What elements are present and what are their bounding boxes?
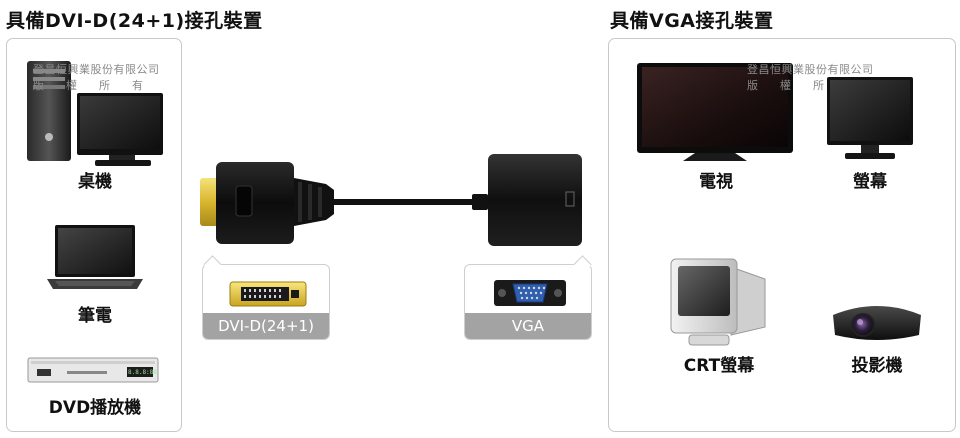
crt-monitor-image	[669, 257, 769, 349]
right-section-heading: 具備VGA接孔裝置	[610, 10, 774, 32]
tv-image	[635, 61, 797, 163]
watermark-company-right: 登昌恒興業股份有限公司	[747, 63, 874, 76]
laptop-image	[45, 223, 145, 293]
dvi-connector-label: DVI-D(24+1)	[203, 313, 329, 339]
dvi-connector-callout: DVI-D(24+1)	[202, 264, 330, 340]
vga-connector-label: VGA	[465, 313, 591, 339]
monitor-label: 螢幕	[853, 172, 887, 192]
projector-image	[827, 295, 927, 347]
laptop-label: 筆電	[78, 306, 112, 326]
dvi-to-vga-adapter-image	[196, 150, 586, 254]
crt-monitor-label: CRT螢幕	[683, 356, 755, 376]
vga-port-icon	[493, 279, 567, 311]
desktop-image	[25, 59, 175, 169]
watermark-rights-left: 版權所有	[33, 79, 165, 92]
right-device-panel: 登昌恒興業股份有限公司 版權所有 電視 螢幕	[608, 38, 956, 432]
dvd-display-readout: 8.8.8:88	[128, 369, 157, 376]
dvi-port-icon	[229, 281, 307, 311]
desktop-label: 桌機	[78, 172, 112, 192]
projector-label: 投影機	[851, 356, 903, 376]
tv-label: 電視	[699, 172, 733, 192]
monitor-image	[825, 75, 915, 163]
dvd-player-image	[27, 357, 159, 385]
left-section-heading: 具備DVI-D(24+1)接孔裝置	[6, 10, 263, 32]
dvd-player-label: DVD播放機	[48, 398, 142, 418]
vga-connector-callout: VGA	[464, 264, 592, 340]
left-device-panel: 登昌恒興業股份有限公司 版權所有 桌機 筆電 8.8.8:88 DVD播放機	[6, 38, 182, 432]
watermark-company-left: 登昌恒興業股份有限公司	[33, 63, 160, 76]
